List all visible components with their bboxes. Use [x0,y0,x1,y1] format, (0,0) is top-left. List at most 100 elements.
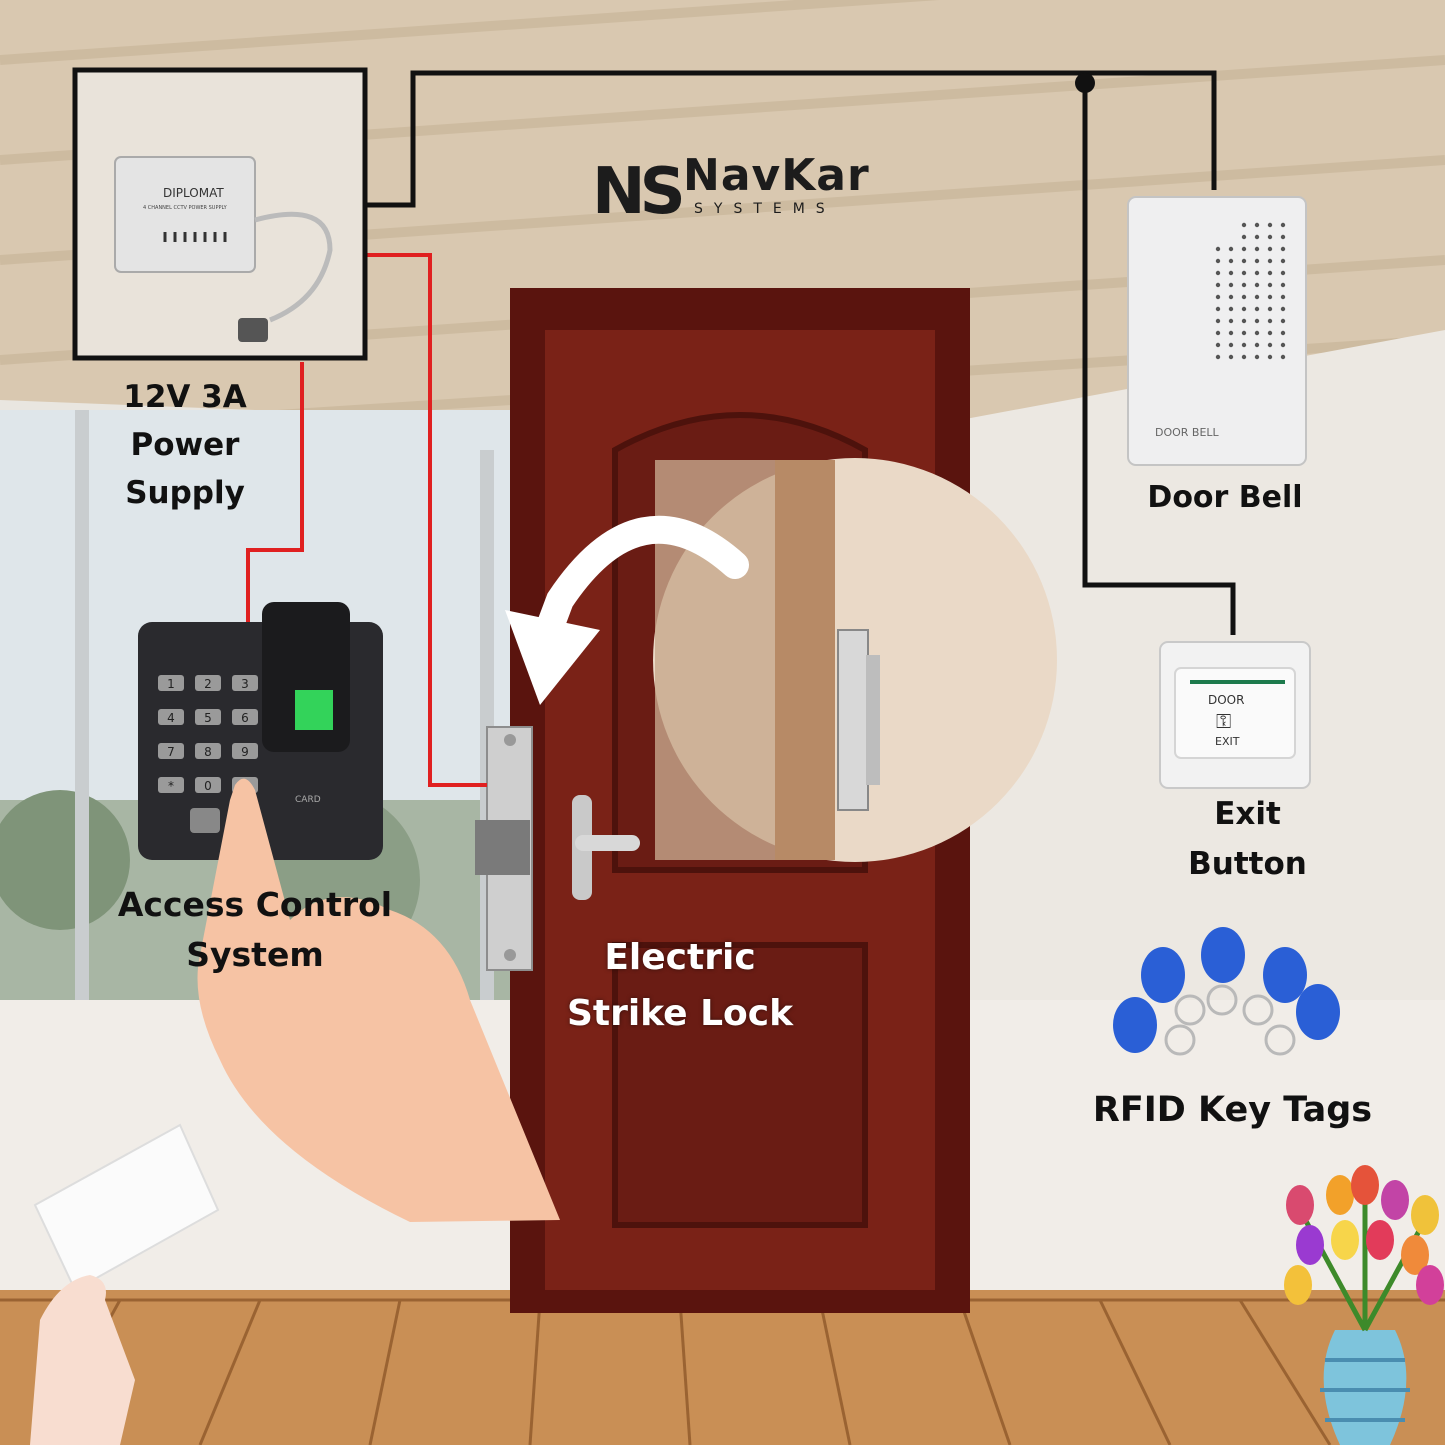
grille-dot [1254,222,1260,228]
grille-dot [1228,258,1234,264]
grille-dot [1280,354,1286,360]
keypad-key[interactable] [158,675,184,691]
hand [197,778,560,1222]
grille-dot [1267,270,1273,276]
keypad-key[interactable] [158,743,184,759]
exit-button-label: Exit Button [1160,790,1335,889]
rfid-tags-label: RFID Key Tags [1092,1090,1373,1130]
grille-dot [1267,306,1273,312]
grille-dot [1254,342,1260,348]
grille-dot [1228,270,1234,276]
grille-dot [1215,282,1221,288]
keypad-key-label: 0 [204,779,212,793]
grille-dot [1280,330,1286,336]
keypad-key[interactable] [158,777,184,793]
grille-dot [1280,234,1286,240]
grille-dot [1280,342,1286,348]
grille-dot [1267,342,1273,348]
grille-dot [1267,318,1273,324]
strike-lock-label-line1: Electric [604,937,756,978]
arrow [531,515,749,654]
grille-dot [1267,246,1273,252]
grille-dot [1228,306,1234,312]
keypad-key[interactable] [195,709,221,725]
grille-dot [1228,354,1234,360]
grille-dot [1241,354,1247,360]
grille-dot [1215,294,1221,300]
keypad-key-label: 6 [241,711,249,725]
rfid-card [33,1123,220,1292]
grille-dot [1215,342,1221,348]
strike-lock-label: Electric Strike Lock [545,930,815,1042]
grille-dot [1254,330,1260,336]
grille-dot [1280,282,1286,288]
grille-dot [1241,330,1247,336]
rfid-rings [1164,984,1296,1056]
card-icon-text: CARD [295,795,321,805]
grille-dot [1267,234,1273,240]
grille-dot [1241,222,1247,228]
exit-device-text-top: DOOR [1208,693,1244,707]
grille-dot [1215,306,1221,312]
grille-dot [1228,318,1234,324]
keypad-key[interactable] [195,675,221,691]
brand-name: NavKar [683,150,870,201]
card-hand [30,1275,135,1445]
grille-dot [1267,282,1273,288]
grille-dot [1215,270,1221,276]
keypad-key-label: 4 [167,711,175,725]
grille-dot [1254,234,1260,240]
keypad-key-label: 2 [204,677,212,691]
grille-dot [1254,282,1260,288]
tulips [1284,1165,1444,1305]
keypad-key-label: 5 [204,711,212,725]
grille-dot [1241,342,1247,348]
strike-lock-label-line2: Strike Lock [566,992,794,1034]
exit-button-label-line1: Exit [1214,796,1281,832]
power-supply-caption: 4 CHANNEL CCTV POWER SUPPLY [143,205,228,211]
door-bell-device [1127,196,1307,466]
grille-dot [1241,294,1247,300]
grille-dot [1280,222,1286,228]
grille-dot [1254,270,1260,276]
arrow-head [505,610,600,705]
keypad-key-label: * [168,779,174,793]
access-control-label: Access Control System [100,880,410,979]
rfid-tags [1113,927,1340,1053]
wires-red [246,253,487,787]
wires-black [366,70,1236,635]
power-supply-label-line2: Power [130,427,240,464]
exit-button-device[interactable] [1159,641,1311,789]
keypad-key[interactable] [158,709,184,725]
keypad-key-label: 7 [167,745,175,759]
grille-dot [1280,246,1286,252]
grille-dot [1241,270,1247,276]
wire-junction [1075,73,1095,93]
keypad-key-label: 8 [204,745,212,759]
door-handle[interactable] [572,795,640,900]
power-supply-device [114,156,333,342]
access-control-label-line2: System [186,934,324,974]
grille-dot [1254,354,1260,360]
grille-dot [1228,330,1234,336]
keypad-key[interactable] [195,777,221,793]
power-supply-label: 12V 3A Power Supply [100,373,270,517]
grille-dot [1280,306,1286,312]
grille-dot [1215,246,1221,252]
keypad-key[interactable] [195,743,221,759]
keypad-key[interactable] [232,709,258,725]
power-supply-label-line3: Supply [125,475,245,512]
grille-dot [1267,354,1273,360]
keypad-key[interactable] [232,743,258,759]
grille-dot [1228,342,1234,348]
brand-monogram: NS [592,155,682,229]
grille-dot [1280,318,1286,324]
grille-dot [1267,330,1273,336]
keypad-key[interactable] [232,675,258,691]
grille-dot [1254,246,1260,252]
grille-dot [1241,234,1247,240]
grille-dot [1267,258,1273,264]
access-control-label-line1: Access Control [117,885,393,924]
strike-lock [475,726,533,971]
power-supply-label-line1: 12V 3A [123,379,247,415]
